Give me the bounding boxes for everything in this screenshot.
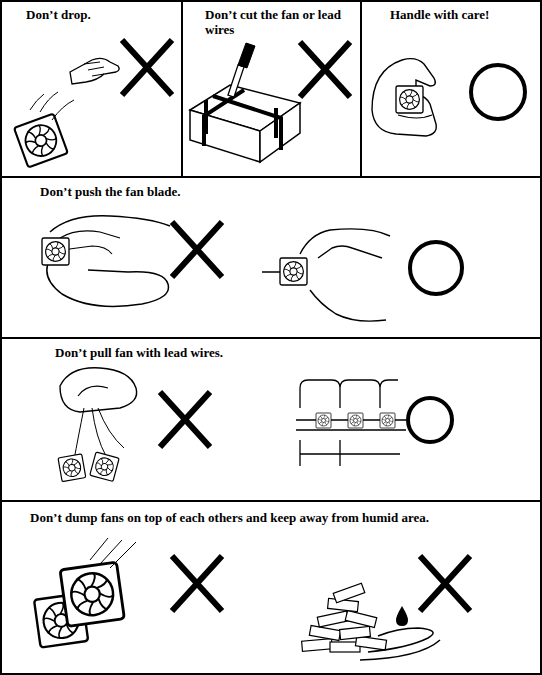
fan-pile: [302, 583, 387, 652]
x-mark: [122, 40, 172, 95]
x-mark: [172, 556, 222, 611]
hand: [300, 229, 390, 321]
instruction-panel: Handle with care!: [360, 0, 542, 178]
tray-fan: [348, 413, 363, 428]
panel-heading: Don’t drop.: [26, 7, 176, 22]
panel-heading: Don’t cut the fan or lead wires: [205, 7, 355, 37]
x-mark: [420, 556, 470, 611]
hand: [372, 59, 436, 136]
instruction-panel: Don’t push the fan blade.: [0, 176, 542, 339]
puddle: [360, 628, 440, 660]
ok-circle: [408, 398, 452, 442]
thumb: [78, 386, 108, 396]
ok-circle: [471, 65, 525, 119]
drop-scene: [14, 40, 172, 167]
tray-fan: [316, 413, 331, 428]
instruction-panel: Don’t pull fan with lead wires.: [0, 337, 542, 502]
pull-scene: [58, 368, 452, 482]
water-drop: [396, 606, 408, 626]
panel-heading: Don’t pull fan with lead wires.: [55, 345, 495, 360]
pile-fan: [302, 639, 333, 652]
stack-scene: [34, 538, 470, 660]
fingers: [84, 62, 104, 76]
instruction-panel: Don’t cut the fan or lead wires: [181, 0, 362, 178]
tray-fan: [380, 413, 395, 428]
pile-fan: [309, 625, 340, 640]
thumb: [398, 115, 432, 118]
instruction-panel: Don’t drop.: [0, 0, 183, 178]
pushed-fan: [42, 238, 69, 265]
stacked-fan: [60, 562, 124, 626]
tape: [204, 90, 281, 150]
motion-lines: [30, 92, 74, 120]
hanging-fan: [90, 452, 119, 481]
knife-handle: [238, 43, 255, 68]
box-front: [190, 110, 260, 162]
care-scene: [372, 59, 525, 136]
lead-wire: [262, 271, 280, 273]
pile-fan: [317, 611, 348, 627]
held-fan: [280, 258, 307, 285]
pile-fan: [345, 611, 377, 628]
hand: [70, 58, 119, 84]
x-mark: [172, 222, 222, 277]
x-mark: [160, 392, 210, 447]
panel-heading: Don’t push the fan blade.: [40, 184, 500, 199]
panel-heading: Handle with care!: [390, 7, 535, 22]
cut-scene: [190, 42, 350, 162]
hand: [60, 368, 137, 412]
held-fan: [396, 86, 423, 113]
hanging-fan: [58, 454, 86, 482]
tray: [300, 380, 400, 466]
x-mark: [300, 42, 350, 97]
pile-fan: [333, 583, 365, 603]
instruction-panel: Don’t dump fans on top of each others an…: [0, 500, 542, 675]
lead-wires: [90, 538, 136, 568]
panel-heading: Don’t dump fans on top of each others an…: [30, 510, 530, 525]
knife-blade: [228, 65, 244, 97]
pile-fan: [340, 626, 371, 639]
falling-fan: [14, 114, 68, 168]
push-scene: [42, 216, 462, 321]
ok-circle: [410, 242, 462, 294]
